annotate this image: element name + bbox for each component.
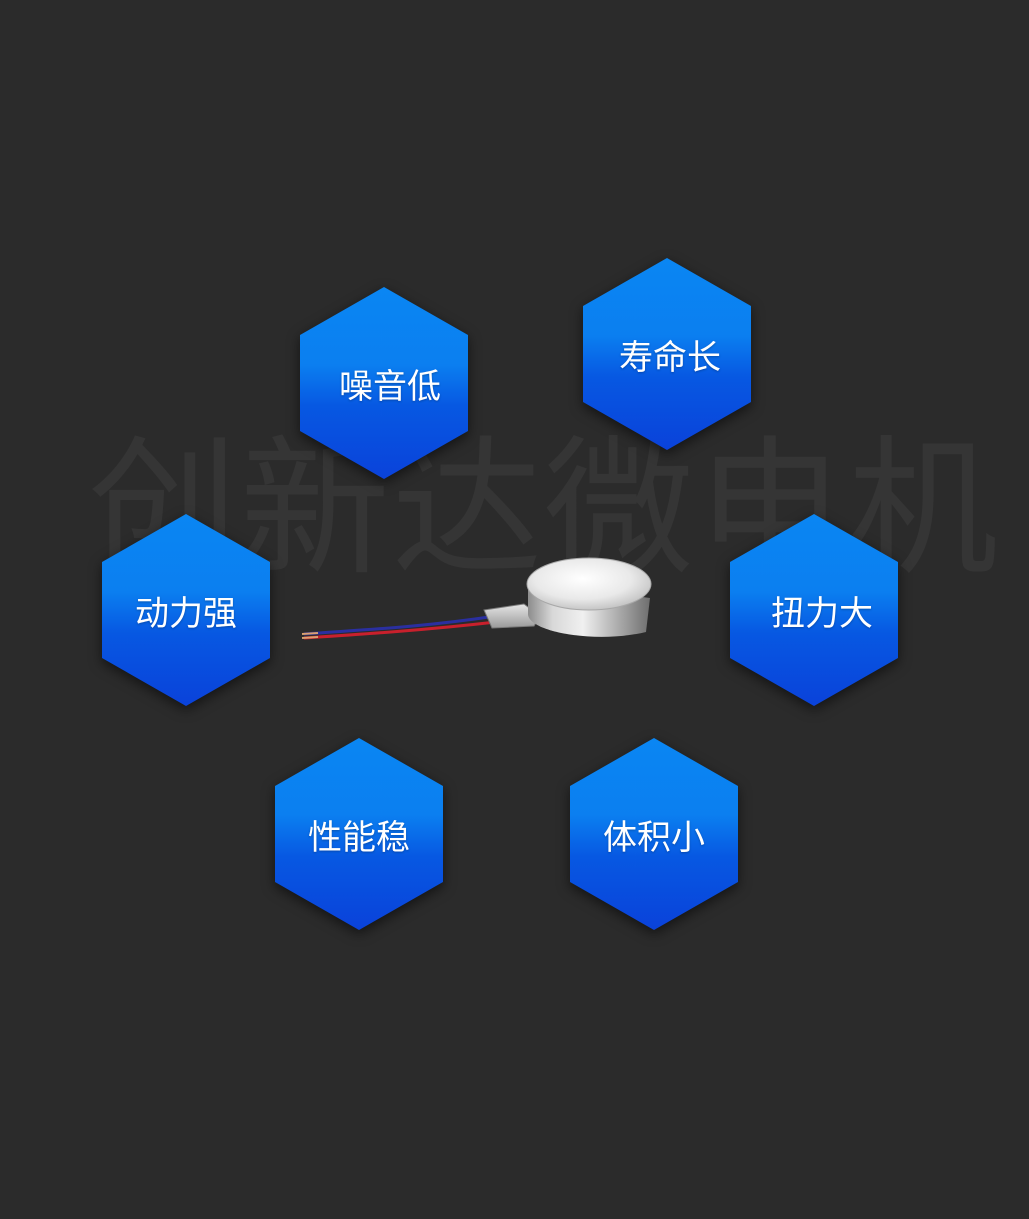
hexagon-shape (583, 258, 751, 450)
feature-hexagon-low-noise: 噪音低 (300, 287, 468, 479)
hexagon-shape (275, 738, 443, 930)
hexagon-shape (300, 287, 468, 479)
feature-hexagon-small-size: 体积小 (570, 738, 738, 930)
feature-label: 寿命长 (619, 337, 721, 378)
feature-hexagon-long-life: 寿命长 (583, 258, 751, 450)
feature-label: 噪音低 (339, 366, 441, 407)
feature-label: 动力强 (135, 593, 237, 634)
feature-label: 性能稳 (308, 817, 410, 858)
hexagon-shape (102, 514, 270, 706)
coin-vibration-motor-icon (296, 552, 656, 652)
feature-hexagon-high-torque: 扭力大 (730, 514, 898, 706)
hexagon-shape (730, 514, 898, 706)
feature-label: 体积小 (603, 817, 705, 858)
feature-hexagon-strong-power: 动力强 (102, 514, 270, 706)
motor-illustration (301, 557, 652, 640)
hexagon-shape (570, 738, 738, 930)
feature-hexagon-stable-performance: 性能稳 (275, 738, 443, 930)
feature-label: 扭力大 (771, 593, 873, 634)
